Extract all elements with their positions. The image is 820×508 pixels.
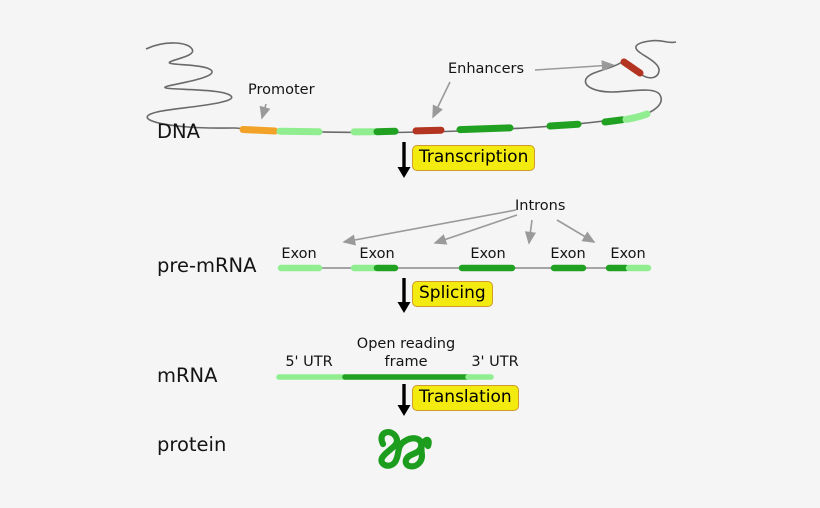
- enhancers-arrow-left: [432, 81, 451, 119]
- enhancer-distal-segment: [620, 58, 644, 77]
- promoter-segment: [239, 126, 279, 135]
- splicing-step-badge: Splicing: [412, 281, 493, 307]
- dna-exon-segment-5a: [601, 116, 626, 126]
- pre-mrna-label: pre-mRNA: [157, 254, 257, 277]
- dna-exon-segment-3: [456, 124, 514, 134]
- enhancer-proximal-segment: [412, 126, 445, 135]
- exon-label-2: Exon: [359, 246, 395, 262]
- dna-label: DNA: [157, 120, 200, 143]
- exon-label-5: Exon: [610, 246, 646, 262]
- exon-label-1: Exon: [281, 246, 317, 262]
- utr5-label: 5' UTR: [285, 354, 333, 370]
- dna-exon-segment-4: [546, 120, 582, 130]
- mrna-label: mRNA: [157, 364, 218, 387]
- translation-step-badge: Translation: [412, 385, 519, 411]
- protein-label: protein: [157, 433, 227, 456]
- introns-arrow-1: [342, 209, 517, 246]
- utr3-label: 3' UTR: [471, 354, 519, 370]
- exon-label-3: Exon: [470, 246, 506, 262]
- promoter-label: Promoter: [248, 82, 315, 98]
- dna-coil-right: [584, 39, 677, 115]
- enhancers-label: Enhancers: [448, 61, 525, 77]
- promoter-arrow: [259, 103, 271, 120]
- orf-label-line2: frame: [384, 354, 428, 370]
- splicing-arrow: [397, 278, 411, 313]
- exon-label-4: Exon: [550, 246, 586, 262]
- dna-coil-left: [145, 42, 236, 129]
- transcription-step-badge: Transcription: [412, 145, 536, 171]
- protein-squiggle-icon: [378, 429, 432, 470]
- translation-arrow: [397, 384, 411, 416]
- enhancers-arrow-right: [534, 60, 615, 72]
- dna-exon-segment-1: [276, 127, 323, 136]
- transcription-arrow: [397, 142, 411, 178]
- introns-label: Introns: [515, 198, 566, 214]
- introns-arrow-4: [556, 219, 596, 243]
- dna-exon-segment-5b: [622, 110, 651, 123]
- introns-arrow-3: [524, 219, 537, 245]
- orf-label-line1: Open reading: [356, 336, 456, 352]
- introns-arrow-2: [433, 214, 518, 245]
